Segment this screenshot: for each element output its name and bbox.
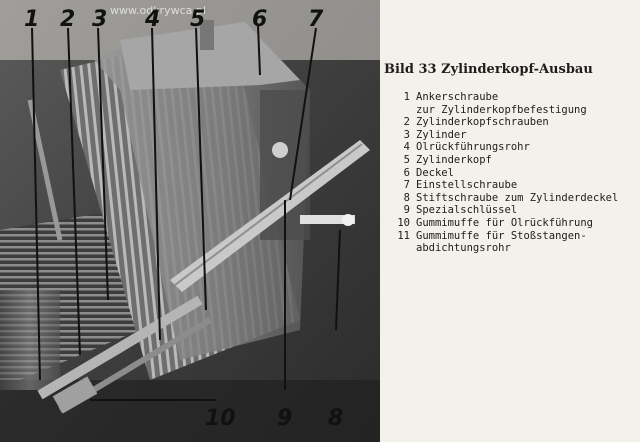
legend-text: Zylinderkopf: [416, 153, 492, 166]
callout-6: 6: [252, 7, 267, 32]
watermark-text: www.odkrywca.pl: [110, 4, 206, 17]
callout-1: 1: [24, 7, 39, 32]
legend-text: Ankerschraube: [416, 91, 499, 103]
legend-item-continuation: zur Zylinderkopfbefestigung: [380, 104, 638, 117]
legend-item: 10 Gummimuffe für Ölrückführung: [380, 217, 638, 230]
legend-number: [380, 104, 416, 117]
legend-item-continuation: abdichtungsrohr: [380, 242, 638, 255]
legend-item: 7 Einstellschraube: [380, 179, 638, 192]
callout-4: 4: [144, 7, 160, 32]
legend-text: Deckel: [416, 166, 454, 179]
callout-2: 2: [60, 7, 75, 32]
legend-item: 6 Deckel: [380, 167, 638, 180]
engine-illustration: www.odkrywca.pl 1 2 3 4 5 6 7 8 9 10: [0, 0, 380, 442]
legend-item: 9 Spezialschlüssel: [380, 204, 638, 217]
legend-text: abdichtungsrohr: [416, 242, 511, 255]
legend-item: 11 Gummimuffe für Stoßstangen-: [380, 230, 638, 243]
legend-number: 4: [403, 141, 410, 154]
legend-item: 8 Stiftschraube zum Zylinderdeckel: [380, 192, 638, 205]
callout-8: 8: [328, 406, 343, 431]
callout-3: 3: [92, 7, 107, 32]
legend-text: Gummimuffe für Ölrückführung: [416, 216, 594, 229]
legend-number: 11: [397, 229, 410, 242]
callout-9: 9: [277, 406, 292, 431]
callout-7: 7: [308, 7, 324, 32]
legend-item: 3 Zylinder: [380, 129, 638, 142]
caption-title: Bild 33 Zylinderkopf-Ausbau: [384, 62, 593, 77]
figure-caption: Bild 33 Zylinderkopf-Ausbau 1 Ankerschrau…: [380, 62, 638, 255]
legend-text: Gummimuffe für Stoßstangen-: [416, 229, 587, 242]
legend-item: 1 Ankerschraube: [380, 91, 638, 104]
legend-number: 9: [403, 204, 410, 217]
callout-5: 5: [190, 7, 205, 32]
legend-number: 5: [403, 153, 410, 166]
legend-text: Zylinder: [416, 128, 467, 141]
callout-10: 10: [205, 406, 236, 431]
legend-number: 10: [397, 216, 410, 229]
legend-number: 7: [403, 179, 410, 192]
legend-number: 1: [403, 91, 410, 103]
legend-text: Stiftschraube zum Zylinderdeckel: [416, 191, 619, 204]
legend-number: 3: [403, 128, 410, 141]
legend-text: zur Zylinderkopfbefestigung: [416, 103, 587, 116]
legend-number: [380, 242, 416, 255]
engine-photo: www.odkrywca.pl 1 2 3 4 5 6 7 8 9 10: [0, 0, 380, 442]
legend-item: 2 Zylinderkopfschrauben: [380, 116, 638, 129]
legend-number: 6: [403, 166, 410, 179]
legend-number: 8: [403, 191, 410, 204]
legend-number: 2: [403, 116, 410, 129]
legend-item: 5 Zylinderkopf: [380, 154, 638, 167]
legend-text: Zylinderkopfschrauben: [416, 116, 549, 129]
legend-item: 4 Ölrückführungsrohr: [380, 141, 638, 154]
legend-text: Spezialschlüssel: [416, 204, 518, 217]
legend-text: Einstellschraube: [416, 179, 518, 192]
legend-text: Ölrückführungsrohr: [416, 141, 530, 154]
